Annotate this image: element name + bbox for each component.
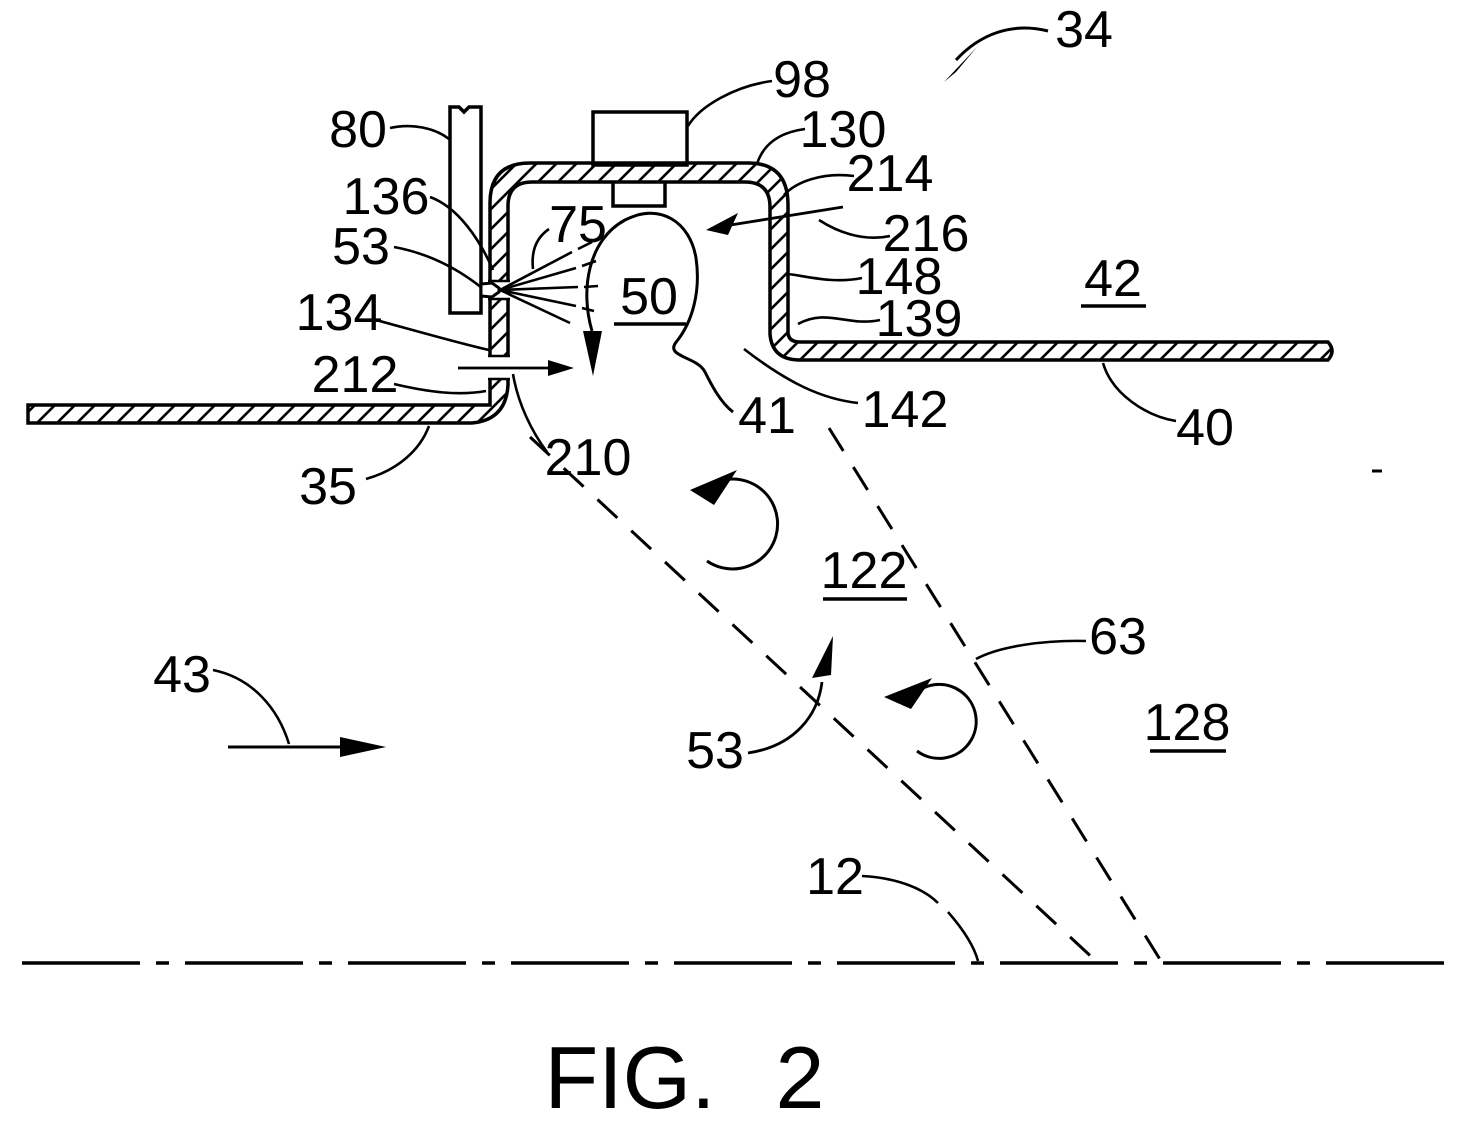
air-jet-arrowhead <box>548 360 574 376</box>
ref-numeral-139: 139 <box>876 290 963 348</box>
leader-136 <box>429 195 495 271</box>
main-flow-arrowhead <box>340 737 386 757</box>
fuel-nozzle-tip <box>479 281 501 299</box>
ref-numeral-63: 63 <box>1089 608 1147 666</box>
leader-214 <box>783 173 855 196</box>
ref-numeral-42: 42 <box>1084 250 1142 308</box>
leader-80 <box>389 124 450 141</box>
reference-numerals: 34 98 80 130 136 214 53 216 75 148 50 42… <box>153 1 1234 906</box>
ref-numeral-98: 98 <box>773 51 831 109</box>
combustor-dome-and-liner-wall <box>26 161 1334 425</box>
leader-lines <box>212 79 1177 962</box>
ref-numeral-53-upper: 53 <box>332 218 390 276</box>
ref-numeral-136: 136 <box>343 168 430 226</box>
leader-43 <box>212 668 291 745</box>
caption-number: 2 <box>776 1028 825 1122</box>
ref-numeral-130: 130 <box>800 101 887 159</box>
air-passage-edges <box>488 354 510 381</box>
flame-arrow-shaft <box>747 681 824 755</box>
ref-numeral-35: 35 <box>299 458 357 516</box>
ref-numeral-41: 41 <box>738 387 796 445</box>
ref-numeral-122: 122 <box>821 542 908 600</box>
ref-numeral-128: 128 <box>1144 694 1231 752</box>
leader-12-b <box>947 911 980 962</box>
ref-numeral-216: 216 <box>883 205 970 263</box>
recirculation-loop-arrowhead <box>583 331 602 376</box>
leader-63 <box>975 639 1087 661</box>
recirculation-loop-arrow <box>585 211 734 414</box>
numeral-underlines <box>614 304 1226 753</box>
assembly-arrowhead <box>944 47 977 82</box>
leader-142 <box>743 347 859 405</box>
ref-numeral-142: 142 <box>862 381 949 439</box>
leader-212 <box>393 382 487 395</box>
ref-numeral-148: 148 <box>856 248 943 306</box>
dome-mount-stem <box>611 183 667 208</box>
ref-numeral-134: 134 <box>296 284 383 342</box>
leader-134 <box>375 318 490 352</box>
ref-numeral-34: 34 <box>1055 1 1113 59</box>
vortex-arrow-lower <box>884 678 978 760</box>
cooling-flow-arrow-shaft <box>717 205 844 229</box>
leader-148 <box>787 272 863 282</box>
assembly-arrow-shaft <box>954 26 1049 62</box>
ref-numeral-212: 212 <box>312 346 399 404</box>
vortex-arrow-upper <box>690 470 779 571</box>
leader-98 <box>686 79 773 127</box>
ref-numeral-53-lower: 53 <box>686 722 744 780</box>
ref-numeral-43: 43 <box>153 646 211 704</box>
fuel-injector-stem <box>448 105 483 315</box>
leader-210 <box>511 373 549 453</box>
leader-35 <box>365 425 431 481</box>
cone-boundary-right <box>827 427 1163 962</box>
ref-numeral-75: 75 <box>549 196 607 254</box>
leader-75 <box>531 227 550 270</box>
leader-53-upper <box>393 245 483 290</box>
flame-arrowhead <box>812 636 833 678</box>
ref-numeral-50: 50 <box>620 268 678 326</box>
cone-boundary-left <box>528 435 1098 963</box>
leader-130 <box>755 127 806 165</box>
leader-139 <box>797 316 881 326</box>
leader-12-a <box>861 874 939 904</box>
cooling-flow-arrowhead <box>706 213 738 235</box>
leader-216 <box>818 218 891 239</box>
figure-caption: FIG. 2 <box>544 1028 824 1122</box>
leader-40 <box>1101 362 1177 423</box>
dome-mount-block <box>591 110 689 167</box>
injector-opening-edges <box>488 279 510 301</box>
ref-numeral-214: 214 <box>847 145 934 203</box>
caption-prefix: FIG. <box>544 1028 715 1122</box>
ref-numeral-40: 40 <box>1176 399 1234 457</box>
ref-numeral-80: 80 <box>329 101 387 159</box>
ref-numeral-210: 210 <box>545 429 632 487</box>
ref-numeral-12: 12 <box>806 848 864 906</box>
